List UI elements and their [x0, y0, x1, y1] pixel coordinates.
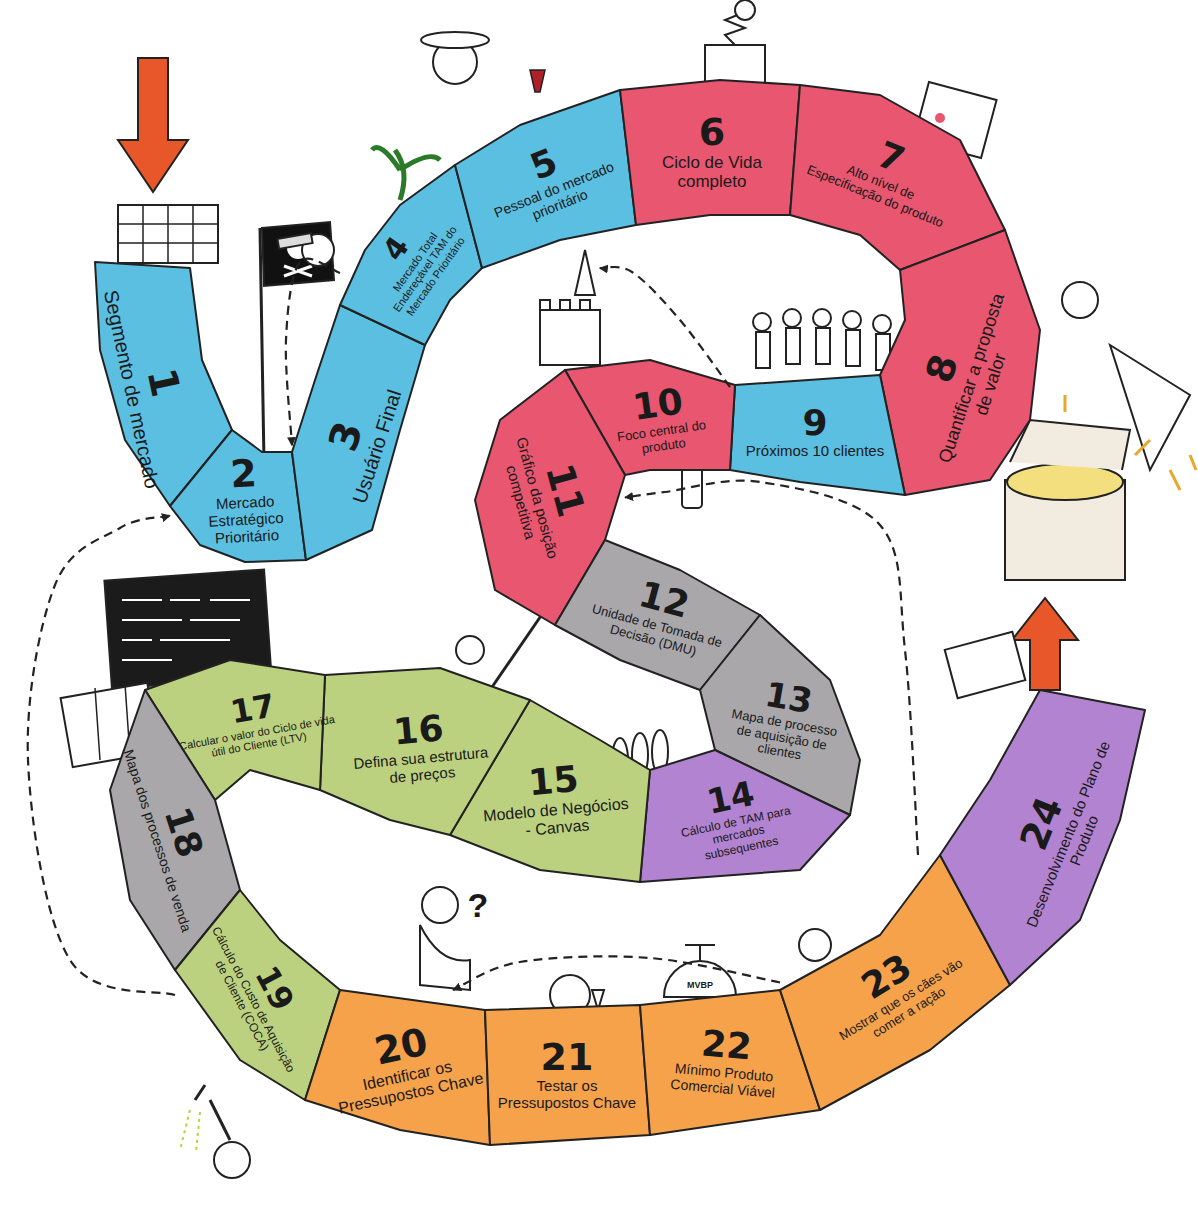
- tile-label: 9Próximos 10 clientes: [745, 405, 885, 460]
- castle-battlements: [540, 300, 590, 310]
- step-number: 2: [185, 452, 302, 496]
- tile-shape: [880, 230, 1040, 495]
- stick: [490, 610, 545, 690]
- tile-label: 15Modelo de Negócios - Canvas: [477, 757, 633, 844]
- start-arrow: [118, 58, 188, 192]
- question-mark: ?: [468, 886, 489, 925]
- tile-label: 22Mínimo Produto Comercial Viável: [652, 1021, 798, 1102]
- tile-shape: [320, 668, 530, 835]
- jack-in-box: [705, 45, 765, 85]
- step-tile: 16Defina sua estrutura de preços: [320, 668, 530, 835]
- castle: [540, 310, 600, 365]
- chest-lid: [1010, 420, 1130, 470]
- tile-shape: [340, 165, 482, 345]
- tile-shape: [730, 375, 905, 495]
- water-drops: [180, 1110, 200, 1152]
- step-tile: 14Cálculo de TAM para mercados subsequen…: [640, 750, 850, 882]
- chalk-formulas: [122, 600, 250, 660]
- step-title: Mercado Estratégico Prioritário: [187, 492, 304, 548]
- step-tile: 20Identificar os Pressupostos Chave: [305, 990, 490, 1145]
- tile-shape: [940, 690, 1145, 985]
- tile-outline: [305, 990, 490, 1145]
- tile-label: 6Ciclo de Vida completo: [637, 113, 787, 191]
- step-tile: 21Testar os Pressupostos Chave: [485, 1005, 650, 1145]
- tile-label: 16Defina sua estrutura de preços: [347, 706, 493, 790]
- soldier: [813, 309, 831, 327]
- igloo: [664, 961, 736, 997]
- tile-shape: [640, 750, 850, 882]
- dog-head: [799, 929, 831, 961]
- tile-shape: [455, 90, 636, 268]
- calendar: [118, 205, 218, 263]
- robot-eye: [935, 113, 945, 123]
- soldier-body: [756, 328, 890, 370]
- step-tile: 5Pessoal do mercado prioritário: [455, 90, 636, 268]
- tile-shape: [292, 305, 425, 560]
- propeller: [685, 945, 715, 961]
- step-tile: 24Desenvolvimento do Plano de Produto: [940, 690, 1145, 985]
- tile-shape: [485, 1005, 650, 1145]
- wine-glass: [530, 70, 545, 92]
- step-tile: 6Ciclo de Vida completo: [620, 80, 800, 225]
- step-title: Ciclo de Vida completo: [637, 153, 787, 191]
- tile-label: 21Testar os Pressupostos Chave: [497, 1038, 637, 1112]
- step-tile: 8Quantificar a proposta de valor: [880, 230, 1040, 495]
- soldier: [783, 309, 801, 327]
- dashed-connector: [453, 956, 780, 990]
- sound-marks: [1170, 455, 1196, 490]
- calendar-grid: [118, 205, 218, 263]
- step-number: 6: [637, 113, 787, 151]
- thinker-body: [420, 925, 470, 990]
- step-title: Próximos 10 clientes: [745, 443, 885, 460]
- step-tile: 3Usuário Final: [292, 305, 425, 560]
- soldier: [843, 311, 861, 329]
- soldier: [753, 313, 771, 331]
- tile-shape: [305, 990, 490, 1145]
- gold: [1007, 464, 1123, 500]
- rocket: [575, 250, 595, 295]
- pirate-flag: [262, 222, 334, 286]
- clown-head: [735, 0, 755, 20]
- crossbones: [284, 266, 312, 276]
- telescope: [277, 233, 312, 249]
- step-tile: 9Próximos 10 clientes: [730, 375, 905, 495]
- step-tile: 2Mercado Estratégico Prioritário: [170, 430, 306, 562]
- thinker-head: [422, 887, 458, 923]
- soldier: [873, 315, 891, 333]
- step-number: 9: [745, 405, 885, 441]
- tile-label: 2Mercado Estratégico Prioritário: [185, 452, 305, 548]
- step-number: 21: [497, 1038, 637, 1076]
- speaker-head: [1062, 282, 1098, 318]
- plan-sheet: [945, 632, 1026, 698]
- hat: [421, 32, 489, 48]
- tile-shape: [620, 80, 800, 225]
- tile-outline: [620, 80, 800, 225]
- igloo-sign: MVBP: [687, 980, 713, 990]
- gardener-head: [214, 1142, 250, 1178]
- figure-head: [456, 636, 484, 664]
- step-title: Testar os Pressupostos Chave: [497, 1078, 637, 1112]
- soldiers: [753, 309, 891, 370]
- step-tile: 4Mercado Total Endereçável TAM do Mercad…: [340, 165, 482, 345]
- tile-shape: [170, 430, 306, 562]
